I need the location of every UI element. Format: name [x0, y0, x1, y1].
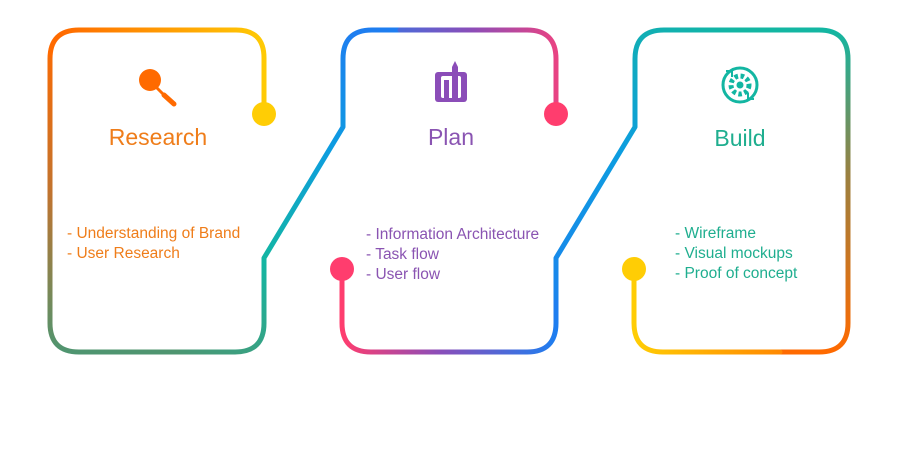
- plan-title: Plan: [427, 124, 475, 150]
- plan-book-icon: [435, 61, 467, 102]
- plan-path-bottom: [339, 266, 559, 355]
- plan-items: - Information Architecture - Task flow -…: [366, 225, 539, 285]
- magnifier-icon: [139, 69, 177, 107]
- list-item: - Information Architecture: [366, 226, 540, 243]
- gear-icon: [721, 66, 759, 104]
- connector-plan-build: [553, 27, 819, 300]
- list-item: - Visual mockups: [675, 245, 793, 262]
- plan-end-dot: [544, 102, 568, 126]
- list-item: - User flow: [366, 266, 441, 283]
- list-item: - Wireframe: [675, 225, 756, 242]
- build-path-bottom: [631, 266, 783, 355]
- list-item: - User Research: [67, 245, 180, 262]
- research-path-top: [47, 27, 267, 117]
- research-path-left: [47, 56, 183, 355]
- plan-path-top: [397, 27, 559, 117]
- research-items: - Understanding of Brand - User Research: [67, 224, 240, 264]
- list-item: - Proof of concept: [675, 265, 798, 282]
- build-start-dot: [622, 257, 646, 281]
- plan-start-dot: [330, 257, 354, 281]
- list-item: - Task flow: [366, 246, 439, 263]
- build-path-right: [777, 27, 851, 355]
- list-item: - Understanding of Brand: [67, 225, 241, 242]
- build-items: - Wireframe - Visual mockups - Proof of …: [675, 224, 797, 284]
- build-title: Build: [714, 125, 766, 151]
- research-end-dot: [252, 102, 276, 126]
- research-title: Research: [108, 124, 208, 150]
- connector-research-plan: [180, 27, 400, 355]
